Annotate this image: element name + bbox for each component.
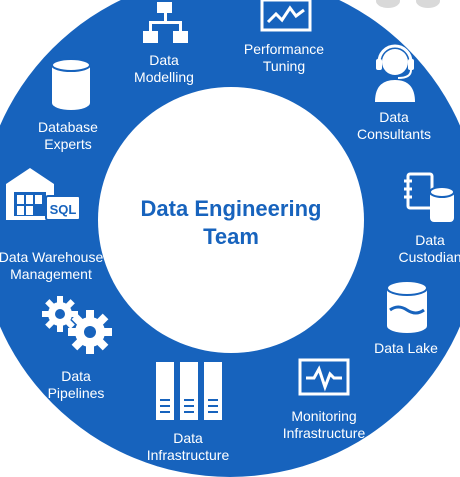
node-data-warehouse-management: Data Warehouse Management [0, 249, 114, 283]
node-label-line1: Database [38, 119, 98, 135]
node-label-line2: Custodian [398, 249, 460, 265]
node-database-experts: Database Experts [26, 119, 110, 153]
database-icon [384, 280, 430, 334]
node-label-line2: Infrastructure [282, 425, 366, 441]
hierarchy-icon [142, 2, 188, 46]
node-label-line1: Data Lake [374, 340, 438, 356]
node-label-line1: Data [173, 430, 203, 446]
center-title-line1: Data Engineering [140, 196, 322, 221]
node-label-line2: Tuning [262, 58, 306, 74]
node-data-pipelines: Data Pipelines [36, 368, 116, 402]
node-label-line1: Data [61, 368, 91, 384]
center-circle [98, 87, 364, 353]
node-label-line1: Data [379, 109, 409, 125]
node-label-line2: Infrastructure [146, 447, 230, 463]
node-label-line2: Experts [44, 136, 92, 152]
node-data-infrastructure: Data Infrastructure [134, 430, 242, 464]
headset-person-icon [372, 42, 418, 104]
pulse-monitor-icon [298, 358, 350, 400]
gears-icon [40, 294, 116, 356]
node-label-line1: Data Warehouse [0, 249, 104, 265]
node-label-line1: Data [415, 232, 445, 248]
node-label-line2: Modelling [134, 69, 194, 85]
server-rack-icon [156, 362, 224, 424]
node-label-line2: Consultants [357, 126, 431, 142]
corner-decoration [376, 0, 400, 8]
warehouse-icon: SQL [6, 166, 82, 228]
node-data-lake: Data Lake [364, 340, 448, 357]
center-title-line2: Team [203, 224, 259, 249]
chart-monitor-icon [260, 0, 312, 34]
notebook-database-icon [404, 172, 458, 226]
corner-decoration [416, 0, 440, 8]
center-title: Data Engineering Team [98, 195, 364, 251]
node-label-line1: Data [149, 52, 179, 68]
node-data-custodian: Data Custodian [388, 232, 460, 266]
node-data-consultants: Data Consultants [348, 109, 440, 143]
node-data-modelling: Data Modelling [124, 52, 204, 86]
node-label-line1: Performance [243, 41, 325, 57]
node-label-line1: Monitoring [291, 408, 357, 424]
warehouse-sign: SQL [50, 202, 77, 217]
node-label-line2: Pipelines [47, 385, 105, 401]
node-label-line2: Management [10, 266, 92, 282]
node-monitoring-infrastructure: Monitoring Infrastructure [270, 408, 378, 442]
database-icon [50, 58, 92, 110]
node-performance-tuning: Performance Tuning [232, 41, 336, 75]
